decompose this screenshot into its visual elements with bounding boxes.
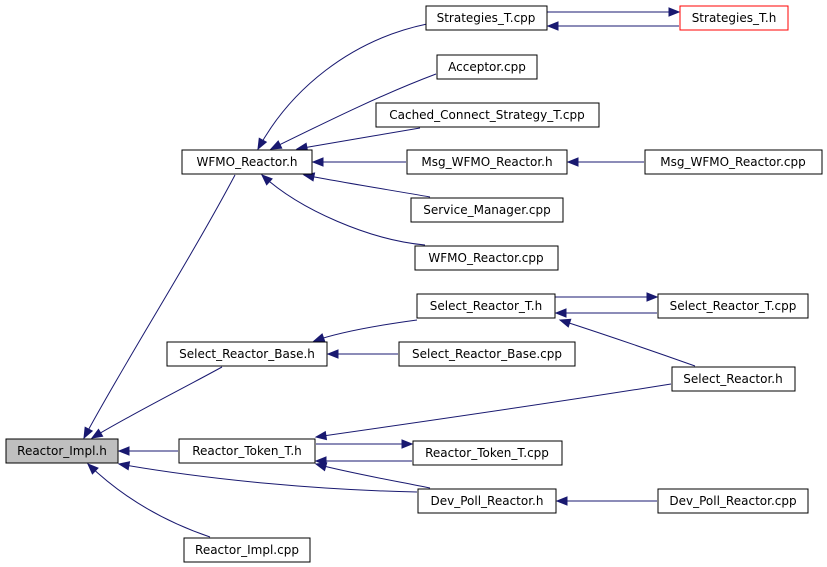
node-select-reactor-base-cpp[interactable]: Select_Reactor_Base.cpp — [398, 341, 576, 367]
svg-text:Dev_Poll_Reactor.cpp: Dev_Poll_Reactor.cpp — [669, 494, 796, 508]
arrowhead-icon — [326, 349, 339, 359]
node-msg-wfmo-reactor-cpp[interactable]: Msg_WFMO_Reactor.cpp — [644, 149, 823, 175]
edge-dev-poll-reactor-to-reactor-impl — [117, 461, 418, 493]
arrowhead-icon — [558, 318, 572, 328]
arrowhead-icon — [646, 292, 659, 302]
svg-text:Strategies_T.h: Strategies_T.h — [692, 11, 777, 25]
edge-wfmo-reactor-cpp-to-wfmo-reactor — [261, 174, 426, 246]
node-wfmo-reactor-cpp[interactable]: WFMO_Reactor.cpp — [414, 245, 559, 271]
edge-select-reactor-t-cpp-to-select-reactor-t — [554, 308, 657, 318]
arrowhead-icon — [554, 308, 567, 318]
svg-text:Service_Manager.cpp: Service_Manager.cpp — [423, 203, 551, 217]
edge-msg-wfmo-reactor-to-wfmo-reactor — [311, 157, 406, 167]
node-select-reactor-t-cpp[interactable]: Select_Reactor_T.cpp — [657, 293, 809, 319]
node-strategies-t-cpp[interactable]: Strategies_T.cpp — [425, 5, 548, 31]
svg-text:Select_Reactor_Base.h: Select_Reactor_Base.h — [179, 347, 315, 361]
svg-text:Reactor_Impl.cpp: Reactor_Impl.cpp — [195, 543, 299, 557]
arrowhead-icon — [555, 496, 568, 506]
edge-service-manager-to-wfmo-reactor — [302, 172, 431, 198]
edge-strategies-t-cpp-to-wfmo-reactor — [257, 23, 428, 151]
svg-text:Msg_WFMO_Reactor.cpp: Msg_WFMO_Reactor.cpp — [660, 155, 805, 169]
svg-text:Dev_Poll_Reactor.h: Dev_Poll_Reactor.h — [431, 494, 544, 508]
node-acceptor-cpp[interactable]: Acceptor.cpp — [436, 54, 538, 80]
svg-text:WFMO_Reactor.cpp: WFMO_Reactor.cpp — [428, 251, 543, 265]
arrowhead-icon — [566, 157, 579, 167]
arrowhead-icon — [90, 428, 104, 439]
edge-acceptor-to-wfmo-reactor — [269, 73, 437, 150]
node-strategies-t-h[interactable]: Strategies_T.h — [679, 5, 789, 31]
svg-text:Reactor_Token_T.cpp: Reactor_Token_T.cpp — [425, 446, 549, 460]
edge-cached-connect-to-wfmo-reactor — [295, 127, 421, 152]
arrowhead-icon — [311, 157, 324, 167]
arrowhead-icon — [261, 174, 273, 186]
svg-text:Strategies_T.cpp: Strategies_T.cpp — [437, 11, 536, 25]
edge-select-reactor-t-to-select-reactor-t-cpp — [555, 292, 659, 302]
node-dev-poll-reactor-cpp[interactable]: Dev_Poll_Reactor.cpp — [657, 488, 809, 514]
edge-select-reactor-to-reactor-token — [314, 383, 672, 441]
graph-edges — [83, 7, 696, 538]
svg-text:Acceptor.cpp: Acceptor.cpp — [448, 60, 526, 74]
node-reactor-token-t-h[interactable]: Reactor_Token_T.h — [178, 438, 316, 464]
edge-select-reactor-to-select-reactor-t — [558, 318, 696, 367]
svg-text:Select_Reactor_T.h: Select_Reactor_T.h — [430, 299, 542, 313]
edge-reactor-token-to-reactor-impl — [117, 446, 178, 456]
node-select-reactor-t-h[interactable]: Select_Reactor_T.h — [416, 293, 556, 319]
node-select-reactor-h[interactable]: Select_Reactor.h — [671, 366, 796, 392]
node-select-reactor-base-h[interactable]: Select_Reactor_Base.h — [166, 341, 328, 367]
edge-strategies-t-h-to-strategies-t-cpp — [546, 21, 679, 31]
edge-dev-poll-reactor-to-reactor-token — [314, 462, 431, 489]
edge-select-reactor-base-cpp-to-select-reactor-base — [326, 349, 398, 359]
svg-text:Reactor_Token_T.h: Reactor_Token_T.h — [192, 444, 302, 458]
arrowhead-icon — [87, 463, 99, 475]
svg-text:Select_Reactor_Base.cpp: Select_Reactor_Base.cpp — [412, 347, 562, 361]
svg-text:Cached_Connect_Strategy_T.cpp: Cached_Connect_Strategy_T.cpp — [389, 108, 585, 122]
svg-text:Select_Reactor_T.cpp: Select_Reactor_T.cpp — [670, 299, 797, 313]
node-msg-wfmo-reactor-h[interactable]: Msg_WFMO_Reactor.h — [406, 149, 568, 175]
svg-text:Select_Reactor.h: Select_Reactor.h — [683, 372, 782, 386]
edge-msg-wfmo-cpp-to-msg-wfmo-reactor — [566, 157, 644, 167]
node-wfmo-reactor-h[interactable]: WFMO_Reactor.h — [181, 149, 313, 175]
arrowhead-icon — [257, 137, 268, 151]
node-reactor-token-t-cpp[interactable]: Reactor_Token_T.cpp — [412, 440, 563, 466]
node-reactor-impl-h[interactable]: Reactor_Impl.h — [5, 438, 119, 464]
arrowhead-icon — [314, 430, 328, 441]
edge-dev-poll-cpp-to-dev-poll-reactor — [555, 496, 657, 506]
arrowhead-icon — [314, 462, 328, 472]
arrowhead-icon — [401, 439, 414, 449]
edge-select-reactor-base-to-reactor-impl — [90, 366, 223, 439]
arrowhead-icon — [312, 333, 326, 343]
edge-wfmo-reactor-to-reactor-impl — [83, 174, 236, 440]
svg-text:Msg_WFMO_Reactor.h: Msg_WFMO_Reactor.h — [421, 155, 552, 169]
edge-select-reactor-t-to-select-reactor-base — [312, 319, 418, 343]
arrowhead-icon — [668, 7, 681, 17]
edge-strategies-t-cpp-to-strategies-t-h — [547, 7, 681, 17]
arrowhead-icon — [269, 140, 283, 150]
arrowhead-icon — [546, 21, 559, 31]
svg-text:WFMO_Reactor.h: WFMO_Reactor.h — [197, 155, 298, 169]
arrowhead-icon — [117, 461, 131, 471]
node-cached-connect-strategy-t-cpp[interactable]: Cached_Connect_Strategy_T.cpp — [375, 102, 600, 128]
svg-text:Reactor_Impl.h: Reactor_Impl.h — [17, 444, 107, 458]
node-service-manager-cpp[interactable]: Service_Manager.cpp — [410, 197, 564, 223]
edge-reactor-impl-cpp-to-reactor-impl — [87, 463, 211, 538]
edge-reactor-token-to-reactor-token-cpp — [316, 439, 414, 449]
arrowhead-icon — [117, 446, 130, 456]
arrowhead-icon — [83, 426, 94, 440]
edge-reactor-token-cpp-to-reactor-token — [314, 456, 412, 466]
node-dev-poll-reactor-h[interactable]: Dev_Poll_Reactor.h — [417, 488, 557, 514]
node-reactor-impl-cpp[interactable]: Reactor_Impl.cpp — [183, 537, 311, 563]
